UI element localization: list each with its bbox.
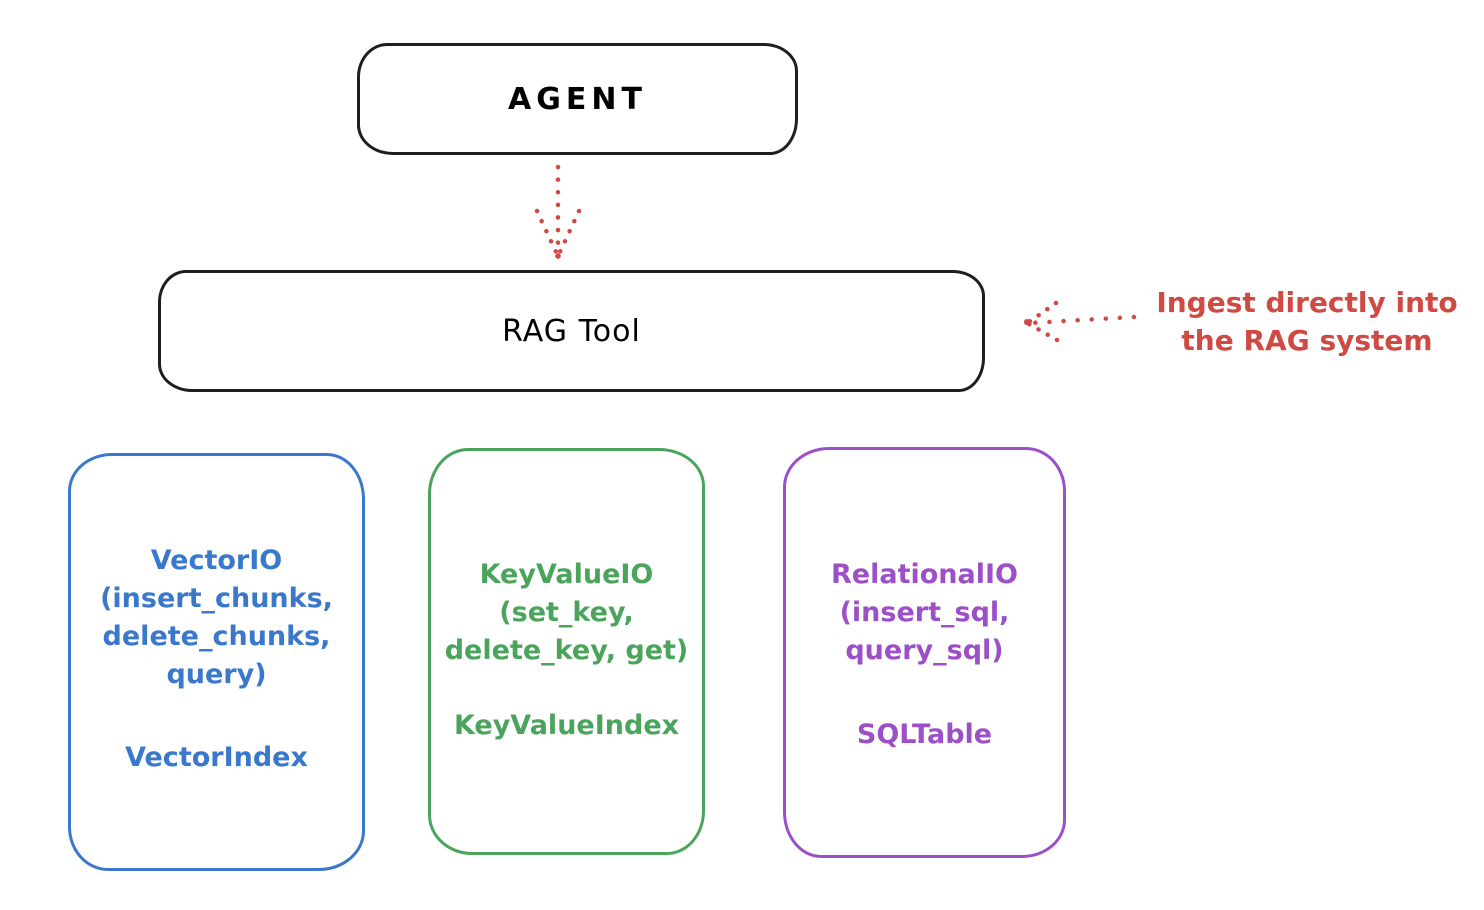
annotation-text: Ingest directly into the RAG system: [1138, 284, 1476, 360]
sql-table-label: SQLTable: [856, 719, 993, 750]
keyvalueio-methods-line-1: (set_key,: [499, 597, 634, 628]
rag-tool-box: RAG Tool: [158, 270, 985, 392]
annotation-line-1: Ingest directly into: [1156, 286, 1458, 319]
keyvalueio-box: KeyValueIO (set_key, delete_key, get) Ke…: [428, 448, 705, 855]
keyvalueio-title: KeyValueIO: [479, 559, 654, 590]
rag-tool-label: RAG Tool: [502, 313, 641, 349]
relationalio-methods-line-1: (insert_sql,: [839, 597, 1010, 628]
vectorio-methods-line-1: (insert_chunks,: [100, 583, 333, 614]
annotation-arrow-icon: [1024, 300, 1137, 343]
relationalio-box: RelationalIO (insert_sql, query_sql) SQL…: [783, 447, 1066, 858]
agent-to-rag-arrow-icon: [534, 164, 582, 260]
vectorio-box: VectorIO (insert_chunks, delete_chunks, …: [68, 453, 365, 871]
vectorio-methods-line-3: query): [166, 659, 267, 690]
vectorio-methods-line-2: delete_chunks,: [102, 621, 331, 652]
agent-box: AGENT: [357, 43, 798, 155]
vectorio-title: VectorIO: [150, 545, 283, 576]
relationalio-methods-line-2: query_sql): [845, 635, 1004, 666]
keyvalueio-methods-line-2: delete_key, get): [444, 635, 689, 666]
relationalio-title: RelationalIO: [831, 559, 1018, 590]
vector-index-label: VectorIndex: [125, 742, 308, 773]
keyvalue-index-label: KeyValueIndex: [453, 710, 680, 741]
agent-label: AGENT: [508, 81, 647, 117]
annotation-line-2: the RAG system: [1181, 324, 1433, 357]
